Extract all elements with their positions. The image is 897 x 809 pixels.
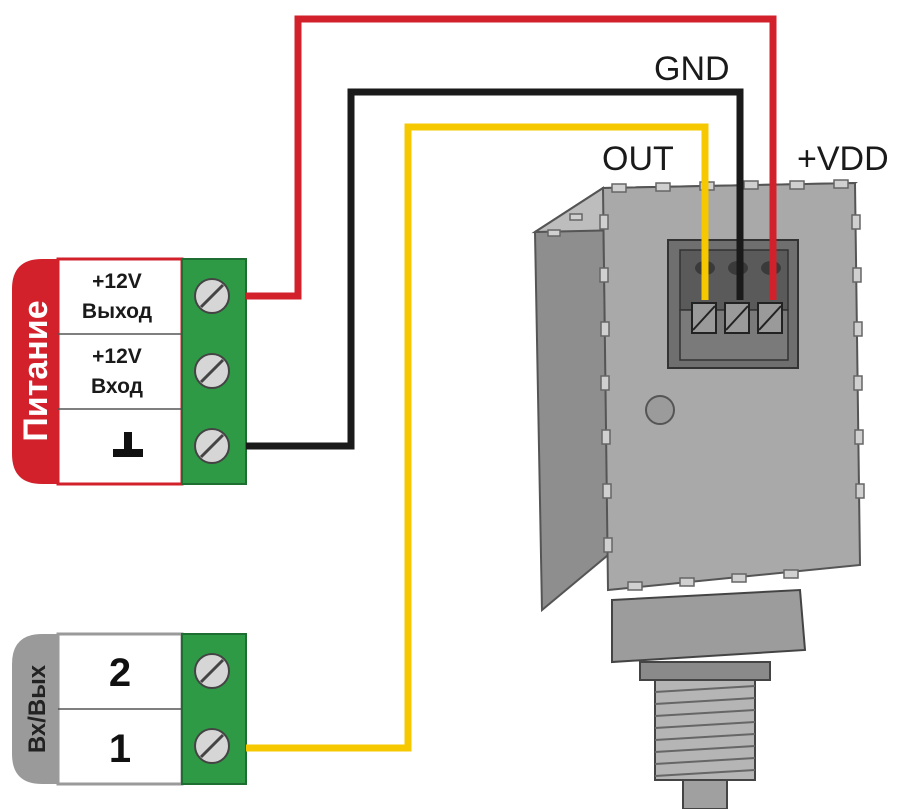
ground-icon [113, 432, 143, 457]
sensor-side-face [533, 186, 610, 613]
pin-label-gnd: GND [654, 50, 730, 88]
io-terminal-block [12, 632, 247, 786]
sensor-button [645, 395, 675, 425]
power-row2-line1: +12V [92, 345, 142, 368]
power-terminal-block [12, 257, 247, 486]
power-screw-2 [194, 353, 230, 389]
pin-label-out: OUT [602, 140, 674, 178]
sensor-edge-tabs [547, 179, 865, 591]
pin-label-vdd: +VDD [797, 140, 889, 178]
sensor-connector [667, 239, 799, 369]
wires [246, 15, 777, 752]
io-block-label-tab [12, 634, 60, 784]
io-screw-1 [194, 728, 230, 764]
power-block-label-area [56, 257, 184, 486]
wire-yellow [246, 123, 709, 752]
wire-red [246, 15, 777, 300]
sensor-fitting [611, 588, 807, 809]
power-row1-line2: Выход [82, 300, 152, 323]
io-screw-2 [194, 653, 230, 689]
power-row1-line1: +12V [92, 270, 142, 293]
wire-black [246, 88, 744, 450]
power-screw-3 [194, 428, 230, 464]
io-row-2-label: 2 [109, 651, 131, 695]
power-block-title: Питание [17, 300, 55, 441]
power-block-label-tab [12, 259, 60, 484]
sensor-module [531, 179, 865, 809]
io-row-1-label: 1 [109, 727, 131, 771]
power-screw-1 [194, 278, 230, 314]
io-block-title: Вх/Вых [24, 664, 51, 753]
power-row2-line2: Вход [91, 375, 143, 398]
